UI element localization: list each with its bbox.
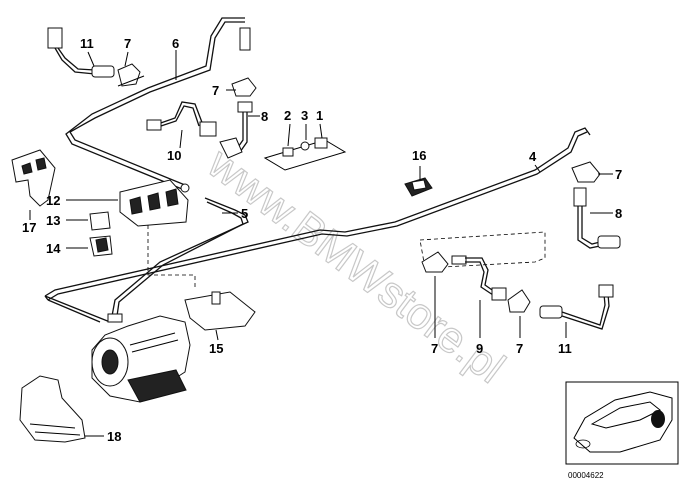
callout-7: 7 bbox=[516, 341, 523, 356]
hose-end bbox=[598, 284, 614, 298]
hose-end bbox=[237, 101, 253, 113]
abs-pump-motor bbox=[91, 315, 191, 403]
bracket-17 bbox=[11, 149, 56, 207]
callout-13: 13 bbox=[46, 213, 60, 228]
callout-6: 6 bbox=[172, 36, 179, 51]
nut bbox=[314, 137, 328, 149]
callout-17: 17 bbox=[22, 220, 36, 235]
brake-line-6 bbox=[65, 17, 251, 193]
hose-end bbox=[47, 27, 63, 49]
bracket-7-b bbox=[231, 77, 257, 97]
callout-5: 5 bbox=[241, 206, 248, 221]
grommet-16 bbox=[404, 177, 433, 197]
brake-hose-10 bbox=[146, 101, 217, 137]
hardware-1-2-3 bbox=[263, 137, 347, 171]
callout-11: 11 bbox=[558, 341, 572, 356]
leader-dash bbox=[147, 225, 196, 290]
callout-7: 7 bbox=[431, 341, 438, 356]
callout-3: 3 bbox=[301, 108, 308, 123]
union-nut bbox=[180, 183, 190, 193]
line-fitting bbox=[451, 255, 467, 265]
brake-line-9 bbox=[451, 255, 507, 301]
callout-7: 7 bbox=[212, 83, 219, 98]
hose-fitting bbox=[539, 305, 563, 319]
washer bbox=[300, 141, 310, 151]
vehicle-location-inset: 00004622 bbox=[565, 381, 679, 480]
callout-18: 18 bbox=[107, 429, 121, 444]
callout-7: 7 bbox=[124, 36, 131, 51]
damper-13 bbox=[89, 211, 111, 231]
bolt bbox=[211, 291, 221, 305]
callout-10: 10 bbox=[167, 148, 181, 163]
bracket-7-a bbox=[117, 63, 145, 87]
brake-hose-8-top bbox=[219, 101, 253, 159]
brake-hose-11-top bbox=[47, 27, 115, 78]
hose-fitting bbox=[219, 137, 243, 159]
hose-end bbox=[573, 187, 587, 207]
callout-8: 8 bbox=[615, 206, 622, 221]
callout-labels: 11 7 6 7 8 10 2 3 1 16 4 7 8 12 13 14 5 … bbox=[22, 36, 622, 444]
bracket-7-lower-a bbox=[421, 251, 449, 273]
callout-15: 15 bbox=[209, 341, 223, 356]
callout-2: 2 bbox=[284, 108, 291, 123]
callout-11: 11 bbox=[80, 36, 94, 51]
document-number: 00004622 bbox=[568, 471, 604, 480]
bracket-7-lower-b bbox=[507, 289, 531, 313]
callout-14: 14 bbox=[46, 241, 61, 256]
hose-fitting bbox=[91, 65, 115, 78]
holder-18 bbox=[19, 375, 86, 443]
line-end-fitting bbox=[239, 27, 251, 51]
watermark: www.BMWstore.pl bbox=[198, 138, 513, 393]
callout-12: 12 bbox=[46, 193, 60, 208]
hose-fitting bbox=[597, 235, 621, 249]
bracket-15 bbox=[184, 291, 256, 331]
bracket-7-right bbox=[571, 161, 601, 183]
pipe-fitting bbox=[107, 313, 123, 323]
callout-9: 9 bbox=[476, 341, 483, 356]
hose-fitting bbox=[199, 121, 217, 137]
callout-4: 4 bbox=[529, 149, 537, 164]
callout-16: 16 bbox=[412, 148, 426, 163]
bolt bbox=[282, 147, 294, 157]
brake-hose-11-right bbox=[539, 284, 614, 330]
callout-7: 7 bbox=[615, 167, 622, 182]
abs-hydraulic-unit bbox=[119, 179, 189, 227]
callout-1: 1 bbox=[316, 108, 323, 123]
leader-lines bbox=[29, 50, 613, 437]
brake-hose-8-right bbox=[573, 187, 621, 249]
location-marker bbox=[651, 410, 665, 428]
hose-end bbox=[146, 119, 162, 131]
line-end bbox=[491, 287, 507, 301]
damper-14 bbox=[89, 235, 113, 257]
callout-8: 8 bbox=[261, 109, 268, 124]
